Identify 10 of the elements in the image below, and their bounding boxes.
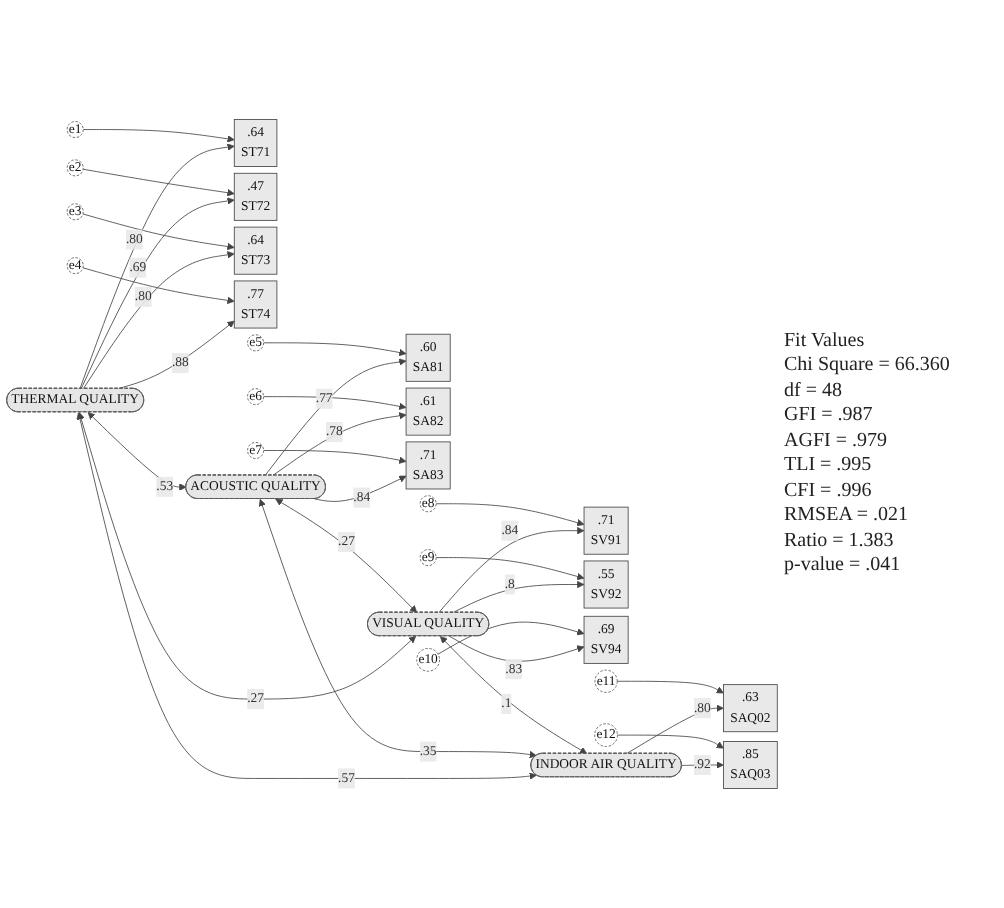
fit-statistic: GFI = .987 bbox=[784, 404, 875, 429]
fit-statistic: p-value = .041 bbox=[784, 554, 903, 579]
fit-statistic: Chi Square = 66.360 bbox=[784, 354, 952, 379]
fit-statistic: AGFI = .979 bbox=[784, 429, 889, 454]
fit-statistic: df = 48 bbox=[784, 379, 844, 404]
fit-statistic: RMSEA = .021 bbox=[784, 504, 911, 529]
fit-statistic: TLI = .995 bbox=[784, 454, 874, 479]
legend-heading: Fit Values bbox=[784, 329, 867, 354]
fit-statistic: Ratio = 1.383 bbox=[784, 529, 896, 554]
fit-statistic: CFI = .996 bbox=[784, 479, 874, 504]
